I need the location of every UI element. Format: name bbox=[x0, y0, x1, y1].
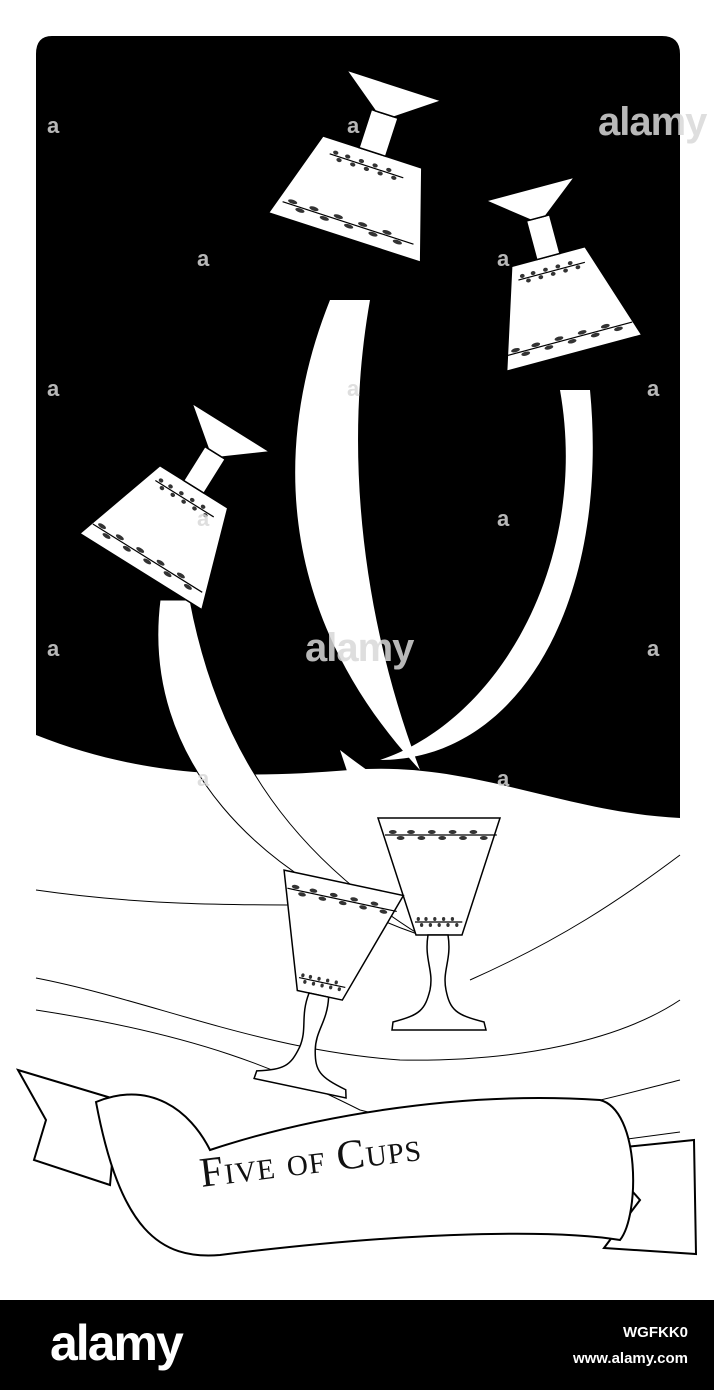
spill-stream-bottom bbox=[340, 750, 560, 867]
spilled-cup-top bbox=[267, 68, 444, 264]
image-id: WGFKK0 bbox=[623, 1324, 688, 1341]
title-ribbon bbox=[15, 1068, 698, 1257]
footer-bar: alamy WGFKK0 www.alamy.com bbox=[0, 1300, 714, 1390]
footer-url: www.alamy.com bbox=[572, 1350, 688, 1367]
spilled-cup-right bbox=[483, 175, 644, 373]
tarot-card-illustration bbox=[15, 36, 698, 1257]
footer-logo: alamy bbox=[50, 1315, 184, 1371]
spill-stream-right bbox=[380, 390, 593, 760]
spilled-cup-left bbox=[78, 401, 273, 611]
upright-cup-tilted bbox=[253, 869, 405, 1099]
spill-stream-middle bbox=[295, 300, 420, 770]
